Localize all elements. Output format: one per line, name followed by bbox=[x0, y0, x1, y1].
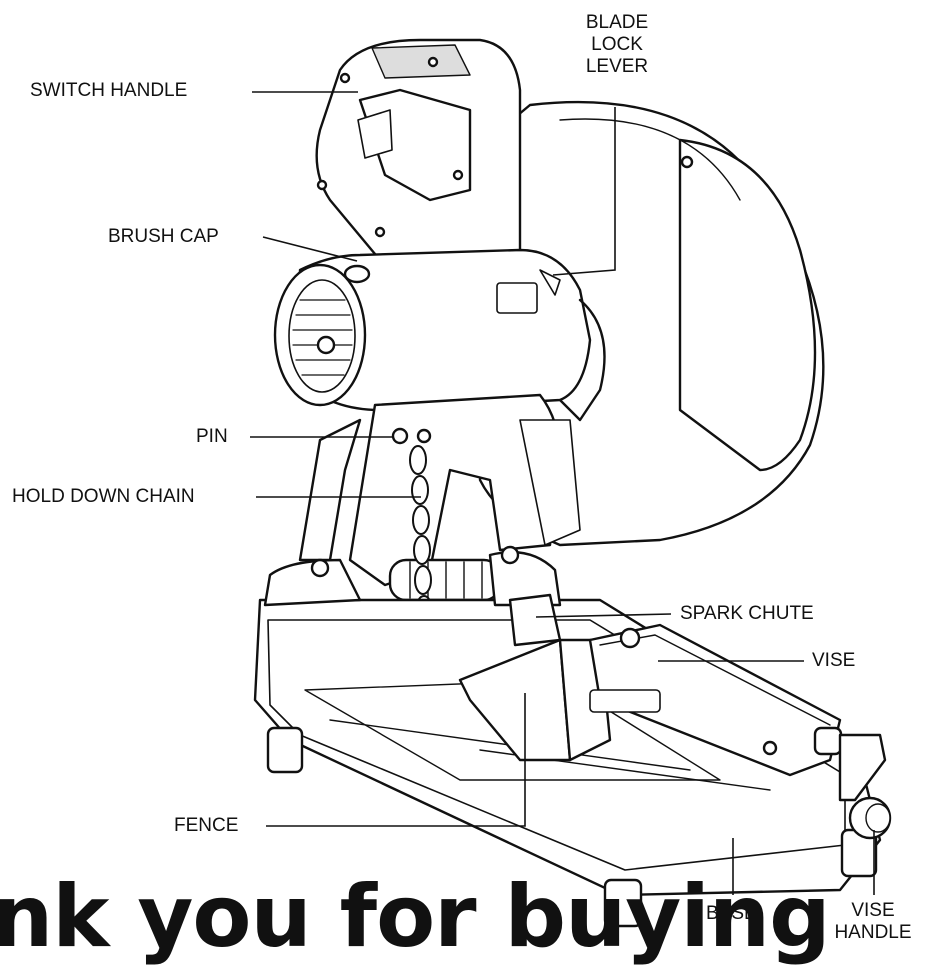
arm bbox=[298, 393, 581, 587]
label-vise-handle-line1: VISE bbox=[851, 900, 895, 921]
label-pin: PIN bbox=[196, 426, 228, 447]
spark-chute bbox=[508, 593, 562, 647]
label-blade-lock-lever-line2: LOCK bbox=[591, 34, 643, 55]
leader-blade-lock-lever bbox=[552, 107, 616, 276]
label-brush-cap: BRUSH CAP bbox=[108, 226, 219, 247]
label-vise: VISE bbox=[812, 650, 856, 671]
vise-handle bbox=[813, 726, 892, 840]
label-vise-handle: VISE HANDLE bbox=[823, 900, 923, 944]
label-blade-lock-lever-line1: BLADE bbox=[585, 12, 649, 33]
leader-brush-cap bbox=[262, 236, 358, 262]
leader-fence bbox=[266, 693, 526, 827]
headline-text: nk you for buying bbox=[0, 867, 831, 967]
label-hold-down-chain: HOLD DOWN CHAIN bbox=[12, 486, 195, 507]
vise bbox=[588, 623, 842, 777]
leader-lines bbox=[250, 91, 875, 895]
label-blade-lock-lever: BLADE LOCK LEVER bbox=[572, 12, 662, 78]
label-blade-lock-lever-line3: LEVER bbox=[585, 56, 649, 77]
motor-housing bbox=[273, 248, 606, 422]
label-base: BASE bbox=[706, 903, 757, 924]
switch-handle bbox=[315, 38, 522, 292]
label-vise-handle-line2: HANDLE bbox=[834, 922, 912, 943]
leader-spark-chute bbox=[535, 613, 672, 618]
label-fence: FENCE bbox=[174, 815, 239, 836]
label-spark-chute: SPARK CHUTE bbox=[680, 603, 814, 624]
label-switch-handle: SWITCH HANDLE bbox=[30, 80, 188, 101]
